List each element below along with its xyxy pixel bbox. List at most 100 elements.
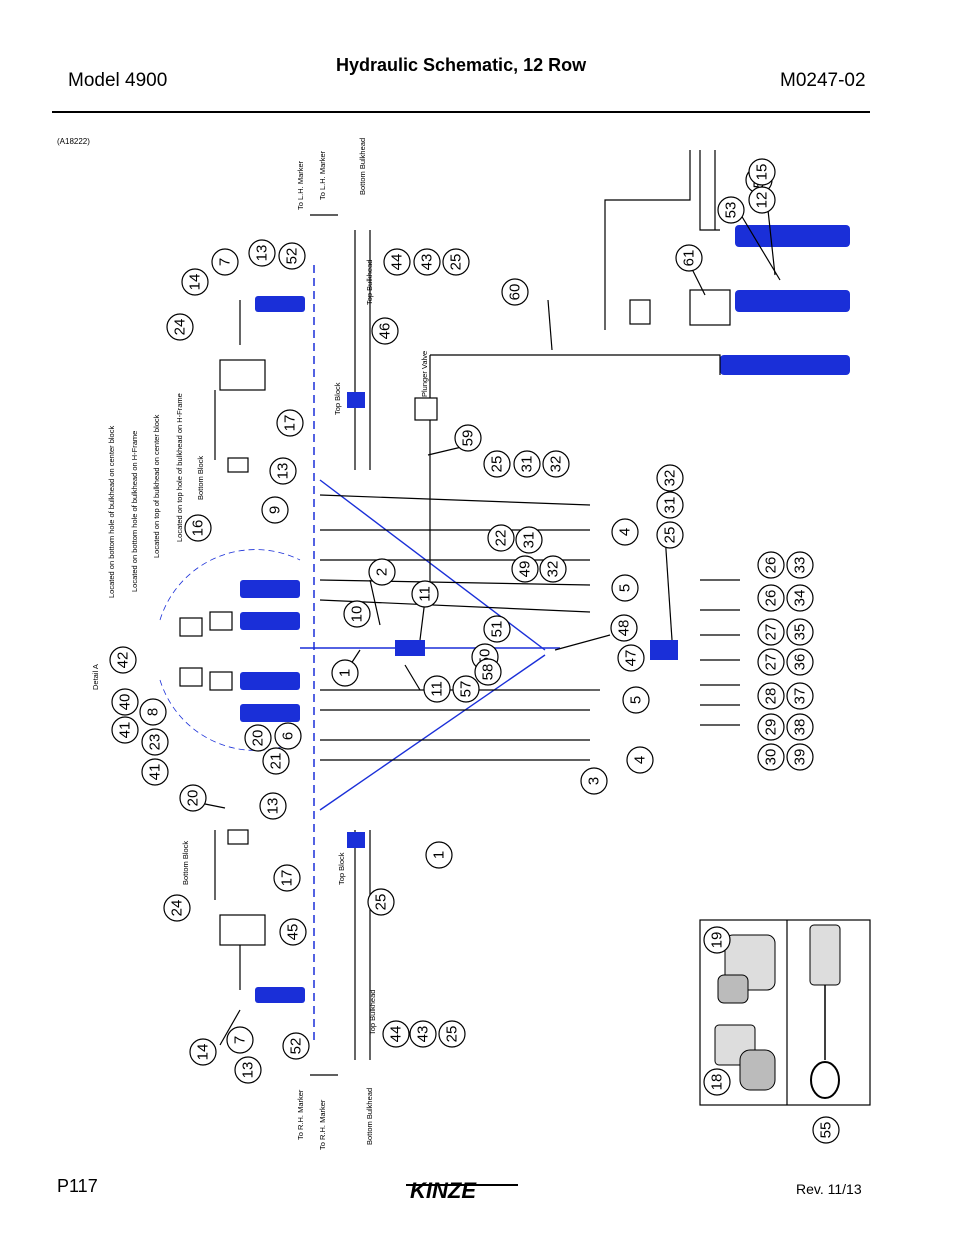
callout-number: 41 — [117, 722, 134, 739]
callout-number: 36 — [792, 654, 809, 671]
callout-circle — [656, 521, 684, 549]
callout-number: 52 — [284, 248, 301, 265]
callout-circle — [382, 1020, 410, 1048]
callout-17: 17 — [276, 409, 304, 437]
callout-number: 27 — [763, 624, 780, 641]
callout-number: 1 — [431, 851, 448, 859]
callout-number: 14 — [195, 1044, 212, 1061]
callout-circle — [703, 1068, 731, 1096]
callout-circle — [411, 580, 439, 608]
callout-number: 5 — [617, 584, 634, 592]
callout-21: 21 — [262, 747, 290, 775]
callout-43: 43 — [409, 1020, 437, 1048]
callout-number: 4 — [632, 756, 649, 764]
callout-circle — [371, 317, 399, 345]
callout-48: 48 — [610, 614, 638, 642]
callout-36: 36 — [786, 648, 814, 676]
callout-32: 32 — [542, 450, 570, 478]
callout-number: 45 — [285, 924, 302, 941]
callout-number: 49 — [517, 561, 534, 578]
callout-number: 59 — [460, 430, 477, 447]
callout-circle — [786, 743, 814, 771]
callout-circle — [786, 682, 814, 710]
callout-number: 6 — [280, 732, 297, 740]
callout-circle — [279, 918, 307, 946]
callout-39: 39 — [786, 743, 814, 771]
callout-number: 10 — [349, 606, 366, 623]
callout-24: 24 — [166, 313, 194, 341]
callout-circle — [184, 514, 212, 542]
callout-number: 19 — [709, 932, 726, 949]
callout-13: 13 — [234, 1056, 262, 1084]
callout-number: 46 — [377, 323, 394, 340]
callout-58: 58 — [474, 658, 502, 686]
callout-circle — [273, 864, 301, 892]
callout-61: 61 — [675, 244, 703, 272]
callout-circle — [276, 409, 304, 437]
callout-circle — [226, 1026, 254, 1054]
callout-circle — [111, 688, 139, 716]
callout-13: 13 — [269, 457, 297, 485]
callout-33: 33 — [786, 551, 814, 579]
callout-5: 5 — [622, 686, 650, 714]
callout-59: 59 — [454, 424, 482, 452]
callout-60: 60 — [501, 278, 529, 306]
callout-circle — [786, 551, 814, 579]
callout-38: 38 — [786, 713, 814, 741]
callout-number: 30 — [763, 749, 780, 766]
callout-circle — [757, 584, 785, 612]
manifold-blocks — [347, 392, 678, 848]
callout-number: 17 — [282, 415, 299, 432]
callout-number: 39 — [792, 749, 809, 766]
callout-number: 23 — [147, 734, 164, 751]
callout-circle — [261, 496, 289, 524]
callout-number: 12 — [754, 192, 771, 209]
callout-number: 24 — [169, 900, 186, 917]
callout-46: 46 — [371, 317, 399, 345]
callout-circle — [282, 1032, 310, 1060]
callout-4: 4 — [626, 746, 654, 774]
callout-number: 47 — [623, 650, 640, 667]
callout-number: 28 — [763, 688, 780, 705]
callout-40: 40 — [111, 688, 139, 716]
callout-circle — [511, 555, 539, 583]
callout-15: 15 — [748, 158, 776, 186]
callout-number: 9 — [267, 506, 284, 514]
callout-circle — [262, 747, 290, 775]
callout-5: 5 — [611, 574, 639, 602]
document-number: M0247-02 — [780, 70, 866, 91]
label-detail-a: Detail A — [91, 664, 100, 690]
callout-7: 7 — [211, 248, 239, 276]
header-rule — [52, 111, 870, 113]
callout-circle — [757, 713, 785, 741]
callout-circle — [703, 926, 731, 954]
callout-57: 57 — [452, 675, 480, 703]
label-to-lh-marker: To L.H. Marker — [296, 160, 305, 210]
callout-number: 16 — [190, 520, 207, 537]
callout-circle — [367, 888, 395, 916]
callout-42: 42 — [109, 646, 137, 674]
callout-circle — [656, 491, 684, 519]
callout-circle — [656, 464, 684, 492]
callout-number: 42 — [115, 652, 132, 669]
callout-31: 31 — [656, 491, 684, 519]
callout-number: 1 — [337, 669, 354, 677]
callout-circle — [617, 644, 645, 672]
callout-25: 25 — [367, 888, 395, 916]
callout-circle — [513, 450, 541, 478]
callout-6: 6 — [274, 722, 302, 750]
callout-number: 13 — [254, 245, 271, 262]
callout-1: 1 — [425, 841, 453, 869]
label-top-bulkhead-bottom: Top Bulkhead — [368, 990, 377, 1035]
callout-32: 32 — [539, 555, 567, 583]
callout-circle — [483, 615, 511, 643]
callout-circle — [111, 716, 139, 744]
callout-10: 10 — [343, 600, 371, 628]
callout-circle — [141, 728, 169, 756]
label-bottom-block-bottom: Bottom Block — [181, 841, 190, 885]
callout-number: 32 — [548, 456, 565, 473]
callout-circle — [757, 682, 785, 710]
callout-number: 32 — [545, 561, 562, 578]
callout-circle — [675, 244, 703, 272]
callout-2: 2 — [368, 558, 396, 586]
